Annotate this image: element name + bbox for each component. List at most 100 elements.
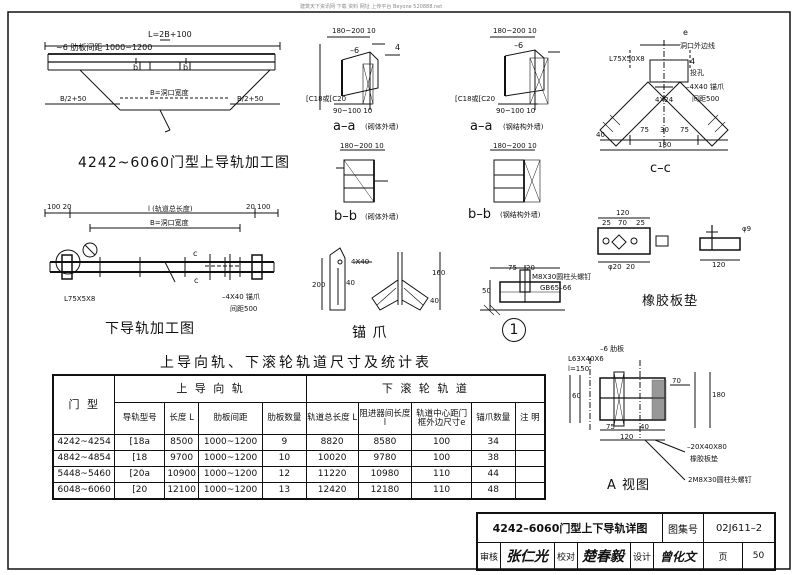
cell-anchors: 44: [470, 466, 516, 483]
cell-ribs: 12: [262, 466, 307, 483]
check-signature-cell: 楚春毅: [577, 543, 629, 569]
rb-phi20: φ20: [608, 263, 622, 271]
aa1-6: –6: [350, 46, 360, 55]
av-rubber: –20X40X80: [687, 443, 727, 451]
cell-note: [514, 450, 546, 467]
a-view-drawing: [569, 358, 711, 481]
av-rubber-note: 橡胶板垫: [690, 455, 718, 463]
aa2-channel: [C18或[C20: [455, 95, 496, 103]
atlas-number: 02J611–2: [704, 514, 774, 543]
cell-note: [514, 466, 546, 483]
col-rib-spacing: 肋板间距: [198, 402, 264, 435]
rubber-pad-drawing: [597, 217, 741, 263]
cc-75a: 75: [640, 126, 649, 134]
check-label: 校对: [554, 543, 578, 569]
lower-spacing: 间距500: [230, 305, 258, 313]
watermark: 建筑天下资讯网 下载 资料 网址 上传平台 Beyone 520888.net: [300, 4, 443, 10]
cc-label: c–c: [650, 161, 671, 176]
cell-stop: 10980: [357, 466, 413, 483]
lower-c1: c: [193, 249, 198, 258]
cell-e: 110: [411, 482, 472, 500]
cell-door: 4242~4254: [52, 434, 116, 451]
section-aa-masonry: [319, 36, 400, 110]
d1-75: 75: [508, 264, 517, 272]
cell-e: 110: [411, 466, 472, 483]
bb-steel-note: (钢结构外墙): [500, 211, 541, 219]
cell-note: [514, 482, 546, 500]
signature-row: 审核 张仁光 校对 楚春毅 设计 曾化文 页 50: [478, 543, 774, 569]
cell-e: 100: [411, 434, 472, 451]
av-75: 75: [606, 423, 615, 431]
aa2-6: –6: [514, 41, 524, 50]
anchor-40a: 40: [346, 279, 355, 287]
cc-4x24: 4X24: [655, 96, 674, 104]
cell-total: 11220: [305, 466, 359, 483]
anchor-title: 锚 爪: [352, 325, 388, 341]
rb-70: 70: [618, 219, 627, 227]
av-6: –6 肋板: [600, 345, 625, 353]
av-40: 40: [640, 423, 649, 431]
cell-length: 12100: [164, 482, 200, 500]
cell-anchors: 38: [470, 450, 516, 467]
cell-ribs: 9: [262, 434, 307, 451]
bb-masonry-label: b–b: [334, 209, 358, 224]
aa-masonry-label: a–a: [333, 119, 356, 134]
d1-bolt: M8X30圆柱头螺钉: [532, 273, 592, 281]
cell-rail: [20: [114, 482, 166, 500]
rb-25: 25: [602, 219, 611, 227]
av-120: 120: [620, 433, 634, 441]
upper-B2-left: B/2+50: [60, 95, 87, 103]
upper-L-label: L=2B+100: [148, 30, 192, 39]
anchor-40b: 40: [430, 297, 439, 305]
check-signature: 楚春毅: [582, 549, 624, 565]
upper-b-right: b: [183, 63, 189, 72]
atlas-label: 图集号: [663, 514, 704, 543]
anchor-claw-drawing: [321, 247, 441, 311]
section-bb-steel: [490, 149, 541, 203]
section-bb-masonry: [336, 149, 388, 203]
lower-angle: L75X5X8: [64, 295, 96, 303]
cc-30: 30: [660, 126, 669, 134]
cell-note: [514, 434, 546, 451]
rb-phi9: φ9: [742, 225, 752, 233]
cell-rail: [20a: [114, 466, 166, 483]
upper-B2-right: B/2+50: [237, 95, 264, 103]
cell-e: 100: [411, 450, 472, 467]
cell-stop: 12180: [357, 482, 413, 500]
lower-rail-drawing: [44, 208, 279, 283]
review-label: 审核: [478, 543, 501, 569]
rb-25b: 25: [636, 219, 645, 227]
detail-1-drawing: [480, 265, 565, 316]
anchor-160: 160: [432, 269, 446, 277]
review-signature: 张仁光: [506, 549, 548, 565]
lower-anchor: –4X40 锚爪: [222, 293, 260, 301]
design-signature: 曾化文: [659, 549, 696, 564]
cc-75b: 75: [680, 126, 689, 134]
design-signature-cell: 曾化文: [653, 543, 704, 569]
col-anchor-count: 锚爪数量: [470, 402, 516, 435]
bb-masonry-note: (砌体外墙): [365, 213, 399, 221]
av-l63: L63X40X6: [568, 355, 604, 363]
col-rib-count: 肋板数量: [262, 402, 307, 435]
col-note: 注 明: [514, 402, 546, 435]
cell-ribs: 10: [262, 450, 307, 467]
cc-180: 180: [658, 141, 672, 149]
av-l150: l=150: [568, 365, 590, 373]
cc-slot: 投孔: [690, 69, 704, 77]
cell-stop: 8580: [357, 434, 413, 451]
cell-door: 6048~6060: [52, 482, 116, 500]
bb1-dim: 180~200 10: [340, 142, 384, 150]
section-cc: [599, 40, 729, 151]
cell-spacing: 1000~1200: [198, 450, 264, 467]
drawing-title: 4242–6060门型上下导轨详图: [478, 514, 663, 543]
rb-120b: 120: [712, 261, 726, 269]
cell-length: 8500: [164, 434, 200, 451]
d1-20: 20: [526, 264, 535, 272]
cell-total: 8820: [305, 434, 359, 451]
cc-wall: 洞口外边线: [680, 42, 715, 50]
table-row: 4242~4254 [18a 8500 1000~1200 9 8820 858…: [52, 434, 546, 451]
lower-c2: c: [194, 276, 199, 285]
aa1-dim: 180~200 10: [332, 27, 376, 35]
